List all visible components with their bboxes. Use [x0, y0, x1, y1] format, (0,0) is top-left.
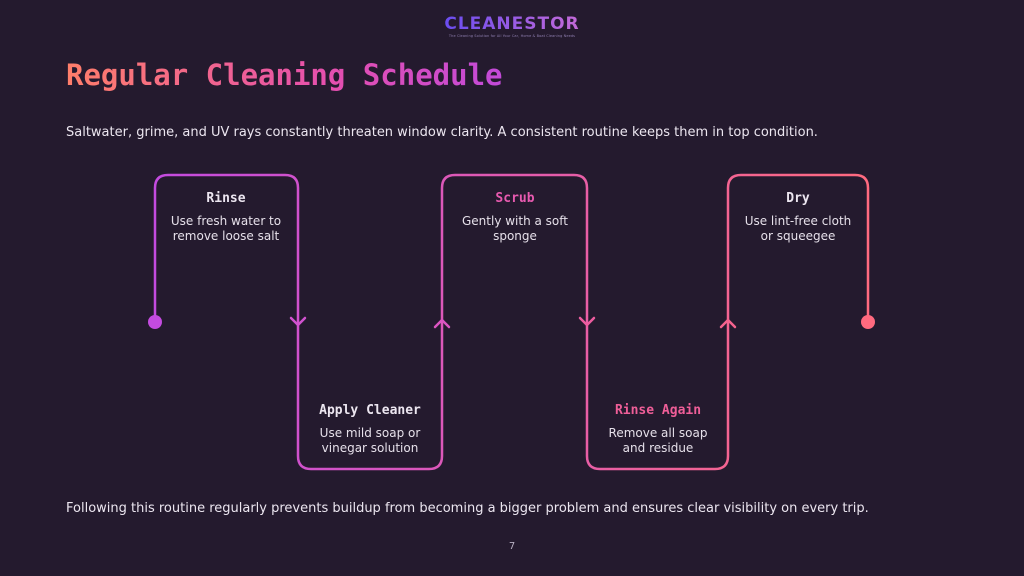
step-description: Use fresh water to remove loose salt [170, 214, 282, 243]
step-dry: Dry Use lint-free cloth or squeegee [728, 191, 868, 244]
brand-logo: CLEANESTOR The Cleaning Solution for All… [0, 14, 1024, 38]
flow-path [153, 173, 870, 471]
outro-text: Following this routine regularly prevent… [66, 501, 869, 516]
step-title: Rinse Again [614, 403, 702, 418]
step-description: Remove all soap and residue [608, 426, 708, 455]
step-title: Apply Cleaner [319, 403, 421, 418]
arrow-down-icon [289, 316, 307, 327]
step-apply-cleaner: Apply Cleaner Use mild soap or vinegar s… [300, 403, 440, 456]
brand-name: CLEANESTOR [444, 14, 580, 34]
step-title: Dry [786, 191, 810, 206]
step-scrub: Scrub Gently with a soft sponge [445, 191, 585, 244]
step-description: Use lint-free cloth or squeegee [744, 214, 852, 243]
step-description: Gently with a soft sponge [462, 214, 568, 243]
arrow-up-icon [433, 318, 451, 329]
page-number: 7 [508, 541, 516, 552]
arrow-up-icon [719, 318, 737, 329]
arrow-down-icon [578, 316, 596, 327]
flow-end-dot [861, 315, 875, 329]
flow-start-dot [148, 315, 162, 329]
page-title: Regular Cleaning Schedule [66, 58, 503, 92]
step-title: Scrub [495, 191, 535, 206]
brand-tagline: The Cleaning Solution for All Your Car, … [448, 34, 576, 38]
step-description: Use mild soap or vinegar solution [319, 426, 421, 455]
step-rinse: Rinse Use fresh water to remove loose sa… [156, 191, 296, 244]
intro-text: Saltwater, grime, and UV rays constantly… [66, 125, 818, 140]
step-rinse-again: Rinse Again Remove all soap and residue [588, 403, 728, 456]
step-title: Rinse [206, 191, 246, 206]
